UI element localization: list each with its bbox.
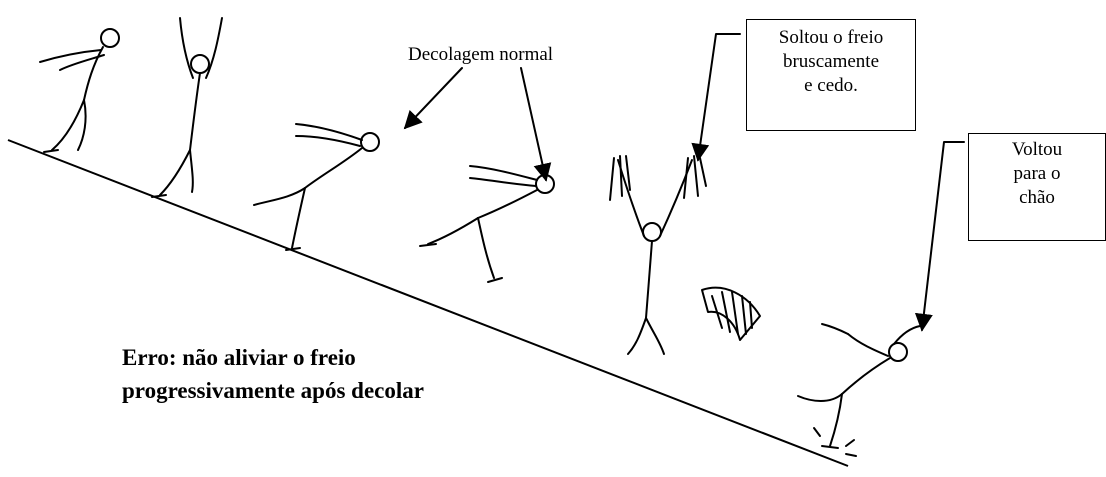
pilot-figure-arms-up xyxy=(152,18,222,197)
callout-line: para o xyxy=(969,162,1105,186)
slope-line xyxy=(8,140,848,466)
callout-line: Soltou o freio xyxy=(747,26,915,50)
pilot-figure-on-ground xyxy=(798,324,920,456)
error-line-2: progressivamente após decolar xyxy=(122,374,424,407)
callout-released-brakes: Soltou o freio bruscamente e cedo. xyxy=(746,19,916,131)
glider-hatched xyxy=(702,288,760,340)
label-normal-takeoff: Decolagem normal xyxy=(408,44,553,66)
callout-line: bruscamente xyxy=(747,50,915,74)
pilot-figure-running xyxy=(40,29,119,152)
arrow-normal-right xyxy=(521,68,546,180)
pilot-figure-leaning xyxy=(254,124,379,250)
callout-line: Voltou xyxy=(969,138,1105,162)
callout-back-to-ground: Voltou para o chão xyxy=(968,133,1106,241)
error-caption: Erro: não aliviar o freio progressivamen… xyxy=(122,341,424,407)
pilot-figure-released-brakes xyxy=(610,156,706,354)
error-line-1: Erro: não aliviar o freio xyxy=(122,341,424,374)
arrow-released-brakes xyxy=(698,34,740,160)
pilot-figure-normal-takeoff xyxy=(420,166,554,282)
callout-line: chão xyxy=(969,186,1105,210)
arrow-normal-left xyxy=(405,68,462,128)
arrow-back-to-ground xyxy=(922,142,964,330)
callout-line: e cedo. xyxy=(747,74,915,98)
